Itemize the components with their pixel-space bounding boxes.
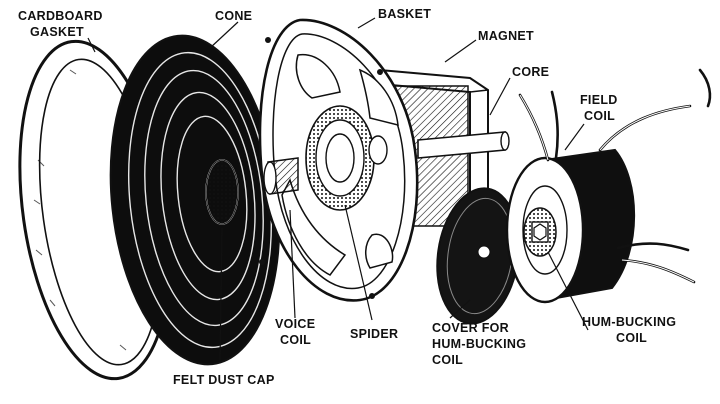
label-core: CORE bbox=[512, 65, 549, 79]
hum-bucking-coil bbox=[523, 207, 557, 257]
label-voice-coil-line1: VOICE bbox=[275, 317, 315, 331]
basket bbox=[258, 18, 419, 302]
label-cardboard-gasket-line2: GASKET bbox=[30, 25, 84, 39]
field-coil bbox=[505, 68, 712, 304]
label-cone: CONE bbox=[215, 9, 252, 23]
label-magnet: MAGNET bbox=[478, 29, 534, 43]
spider bbox=[305, 105, 388, 211]
label-spider: SPIDER bbox=[350, 327, 398, 341]
label-cover-line3: COIL bbox=[432, 353, 463, 367]
label-field-coil-line2: COIL bbox=[584, 109, 615, 123]
label-voice-coil-line2: COIL bbox=[280, 333, 311, 347]
label-cardboard-gasket-line1: CARDBOARD bbox=[18, 9, 103, 23]
voice-coil bbox=[263, 157, 299, 195]
cone bbox=[109, 34, 281, 366]
hum-bucking-cover bbox=[436, 187, 520, 325]
label-hum-bucking-coil-line1: HUM-BUCKING bbox=[582, 315, 676, 329]
label-cover-line2: HUM-BUCKING bbox=[432, 337, 526, 351]
label-cover-line1: COVER FOR bbox=[432, 321, 509, 335]
label-hum-bucking-coil-line2: COIL bbox=[616, 331, 647, 345]
leader-lines bbox=[87, 17, 589, 361]
core bbox=[417, 131, 510, 159]
label-felt-dust-cap: FELT DUST CAP bbox=[173, 373, 275, 387]
labels: CARDBOARD GASKET CONE BASKET MAGNET CORE… bbox=[18, 7, 676, 387]
label-basket: BASKET bbox=[378, 7, 431, 21]
label-field-coil-line1: FIELD bbox=[580, 93, 618, 107]
